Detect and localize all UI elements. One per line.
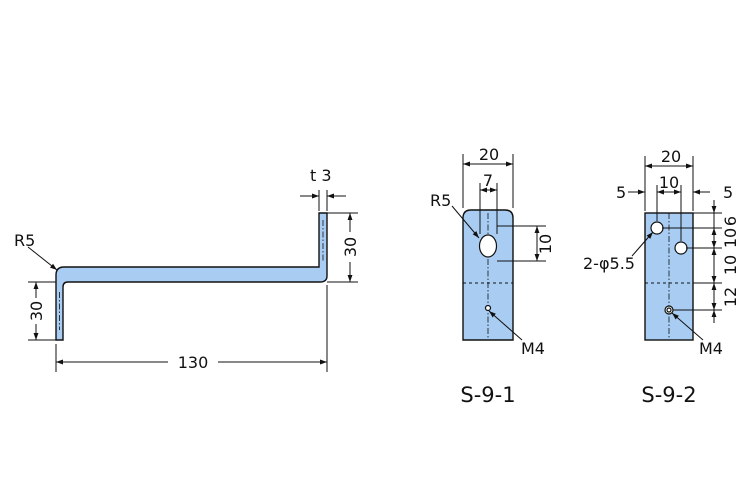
s92-caption: S-9-2 xyxy=(641,383,696,407)
r5-leader xyxy=(27,246,58,271)
r5-leader xyxy=(451,205,480,239)
side-radius-label: R5 xyxy=(14,231,35,250)
s91-offset-label: 7 xyxy=(483,171,493,190)
s92-bottom-label: 12 xyxy=(721,287,740,307)
right-height-label: 30 xyxy=(341,237,360,257)
s92-right-margin-label: 5 xyxy=(723,183,733,202)
s-9-1-view: 20 7 R5 10 M4 S-9-1 xyxy=(430,145,555,407)
s91-width-label: 20 xyxy=(479,145,499,164)
hole-leader xyxy=(631,231,654,257)
s91-caption: S-9-1 xyxy=(460,383,515,407)
s92-top-b-label: 10 xyxy=(721,228,740,248)
s92-holes-label: 2-φ5.5 xyxy=(583,254,635,273)
left-height-label: 30 xyxy=(27,301,46,321)
slot-hole xyxy=(478,234,498,258)
hole-5-5-lower xyxy=(674,241,688,255)
m4-leader xyxy=(488,310,523,341)
s91-slot-label: 10 xyxy=(536,234,555,254)
s91-tap-label: M4 xyxy=(521,339,545,358)
s91-radius-label: R5 xyxy=(430,191,451,210)
s92-top-a-label: 6 xyxy=(721,216,740,226)
m4-leader xyxy=(671,312,704,341)
s-9-2-view: 20 10 5 5 6 10 10 12 2-φ5.5 M4 S- xyxy=(583,147,740,407)
bracket-profile xyxy=(55,212,328,341)
side-view-bracket: R5 30 130 30 t 3 xyxy=(14,166,360,372)
s92-tap-label: M4 xyxy=(699,339,723,358)
s92-width-label: 20 xyxy=(661,147,681,166)
s92-gap-label: 10 xyxy=(721,255,740,275)
m4-hole-inner xyxy=(666,307,672,313)
thickness-label: t 3 xyxy=(310,166,332,185)
m4-hole xyxy=(484,304,492,312)
s92-left-margin-label: 5 xyxy=(616,183,626,202)
length-label: 130 xyxy=(178,353,209,372)
s92-center-label: 10 xyxy=(659,173,679,192)
